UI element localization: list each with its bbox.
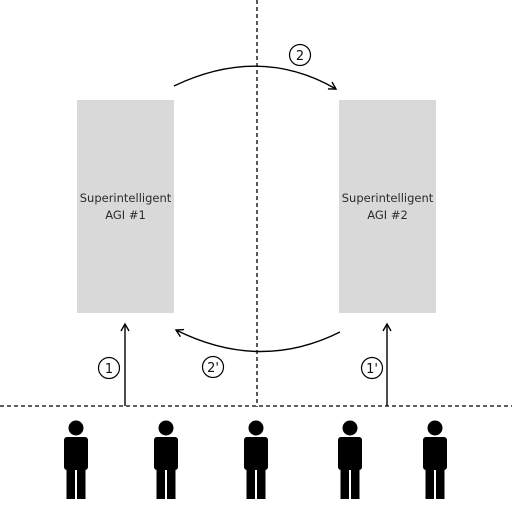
step-2-prime-label: 2' [207,361,219,376]
arrow-step-2 [173,65,338,90]
humans-row [64,420,447,499]
agi-box-1-rect [77,100,174,313]
agi-box-1: Superintelligent AGI #1 [77,100,174,313]
arrow-step-2-prime [174,328,341,353]
agi-2-label-line1: Superintelligent [342,191,434,205]
person-icon [423,420,447,499]
step-2-badge: 2 [288,43,312,67]
person-icon [154,420,178,499]
step-1-prime-label: 1' [366,362,378,377]
agi-1-label-line1: Superintelligent [80,191,172,205]
agi-box-2-rect [339,100,436,313]
agi-2-label-line2: AGI #2 [367,208,408,222]
step-1-badge: 1 [97,356,121,380]
step-1-prime-badge: 1' [360,356,384,380]
agi-box-2: Superintelligent AGI #2 [339,100,436,313]
person-icon [244,420,268,499]
person-icon [338,420,362,499]
step-1-label: 1 [105,362,113,377]
person-icon [64,420,88,499]
step-2-prime-badge: 2' [201,355,225,379]
agi-1-label-line2: AGI #1 [105,208,146,222]
step-2-label: 2 [296,49,304,64]
